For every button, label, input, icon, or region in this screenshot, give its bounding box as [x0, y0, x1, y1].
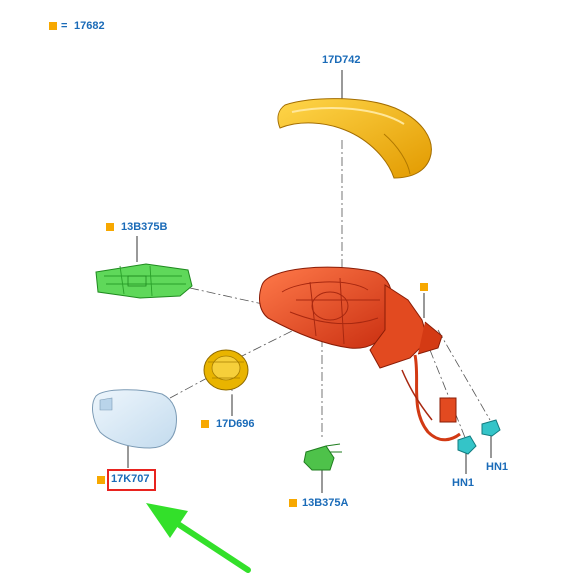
turn-signal-lamp-label[interactable]: 13B375B [121, 221, 168, 233]
puddle-lamp-marker-icon [289, 499, 297, 507]
turn-signal-lamp-part[interactable] [95, 263, 193, 299]
turn-signal-marker-icon [106, 223, 114, 231]
leader-lines [127, 70, 492, 493]
mirror-housing-part[interactable] [259, 266, 461, 442]
mirror-cover-part[interactable] [277, 98, 432, 179]
mirror-glass-part[interactable] [92, 389, 177, 449]
legend-code: 17682 [74, 20, 105, 32]
connector-2-part[interactable] [481, 419, 501, 437]
mirror-housing-marker-icon [420, 283, 428, 291]
connector-1-part[interactable] [457, 435, 477, 455]
connector-1-label[interactable]: HN1 [452, 477, 475, 489]
highlight-arrow [146, 503, 251, 573]
mirror-glass-highlight-box [107, 469, 156, 491]
mirror-cover-label[interactable]: 17D742 [322, 54, 361, 66]
mirror-glass-label[interactable]: 17K707 [111, 473, 150, 485]
actuator-marker-icon [201, 420, 209, 428]
legend-equals: = [61, 20, 68, 32]
mirror-glass-marker-icon [97, 476, 105, 484]
actuator-motor-part[interactable] [203, 349, 249, 391]
actuator-motor-label[interactable]: 17D696 [216, 418, 255, 430]
connector-2-label[interactable]: HN1 [486, 461, 509, 473]
puddle-lamp-label[interactable]: 13B375A [302, 497, 349, 509]
puddle-lamp-part[interactable] [303, 443, 342, 471]
legend-symbol-icon [49, 22, 57, 30]
